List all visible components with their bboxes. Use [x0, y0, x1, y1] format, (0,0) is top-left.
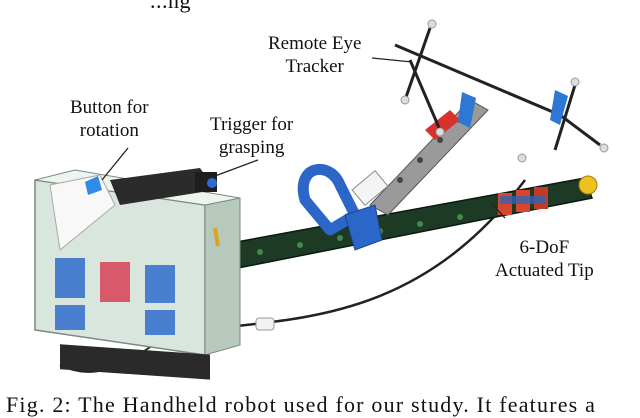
blue-connector — [344, 204, 383, 251]
tracker-markers — [400, 19, 609, 163]
trigger-assembly — [85, 168, 220, 247]
label-six-dof-tip: 6-DoF Actuated Tip — [495, 237, 594, 281]
tracker-blue-fins — [458, 90, 568, 128]
actuated-tip — [498, 175, 598, 215]
white-cover — [49, 174, 116, 251]
leader-lines — [101, 57, 506, 219]
tracker-arm-white-sleeve — [351, 169, 389, 207]
label-remote-eye-tracker: Remote Eye Tracker — [268, 33, 362, 77]
label-trigger-for-grasping: Trigger for grasping — [210, 114, 294, 158]
cable-clip — [255, 317, 275, 331]
figure-caption: Fig. 2: The Handheld robot used for our … — [6, 392, 597, 417]
box-red-module — [100, 262, 130, 302]
red-bracket — [425, 110, 460, 140]
blue-handle — [297, 163, 361, 236]
black-base — [60, 344, 210, 380]
handheld-box — [34, 169, 241, 380]
label-button-for-rotation: Button for rotation — [70, 97, 149, 141]
eye-tracker-frame — [394, 27, 601, 151]
header-fragment: ...ng — [150, 0, 191, 13]
box-blue-modules — [55, 258, 175, 335]
